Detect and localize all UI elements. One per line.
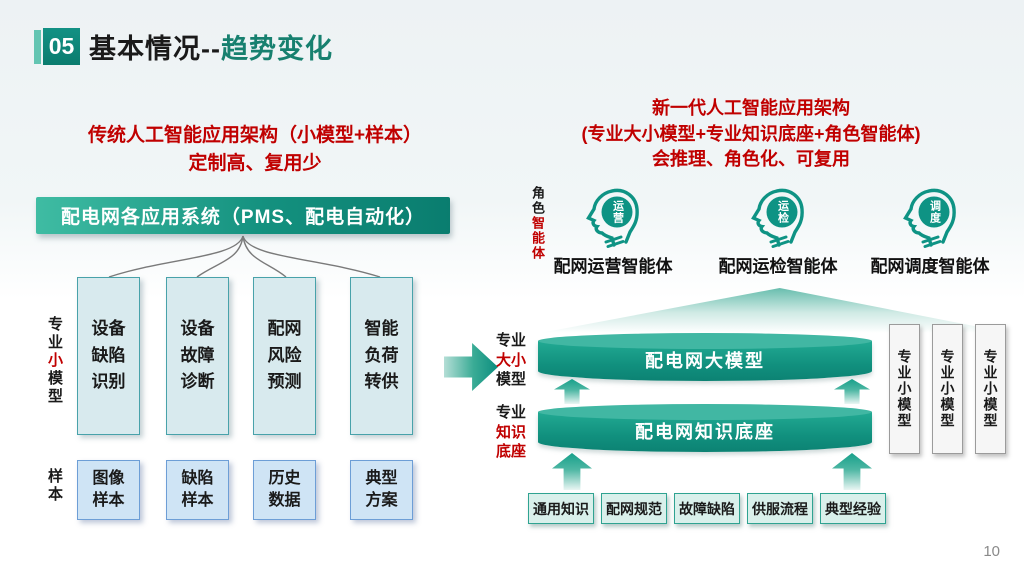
sample-box-text: 图像 样本 [92,469,125,509]
knowledge-chip-experience: 典型经验 [820,493,886,524]
big-model-cylinder: 配电网大模型 [538,333,872,381]
label-segment: 角色 [530,186,545,216]
sample-box-history: 历史 数据 [253,460,316,520]
page-number: 10 [983,543,1000,560]
label-line: 模型 [496,371,527,388]
knowledge-side-label: 专业 知识 底座 [496,403,526,462]
small-model-box: 专业小模型 [932,324,963,454]
sample-box-typical: 典型 方案 [350,460,413,520]
agent-inspection: 运检 配网运检智能体 [703,186,853,277]
agent-dispatch: 调度 配网调度智能体 [855,186,1005,277]
small-model-box-text: 专业小模型 [982,349,999,429]
model-box-text: 配网 风险 预测 [267,319,302,392]
knowledge-chip-process: 供服流程 [747,493,813,524]
knowledge-chip-general: 通用知识 [528,493,594,524]
right-headline-line2: (专业大小模型+专业知识底座+角色智能体) [581,123,921,144]
head-profile-icon: 调度 [898,186,962,248]
label-segment-red: 智能体 [530,216,545,261]
label-segment: 模型 [46,370,63,406]
small-model-box-text: 专业小模型 [939,349,956,429]
model-box-fault-diagnosis: 设备 故障 诊断 [166,277,229,435]
up-arrow-icon [832,453,872,490]
small-model-box: 专业小模型 [975,324,1006,454]
model-box-text: 智能 负荷 转供 [364,319,399,392]
label-line-red: 大小 [496,351,527,369]
role-agent-label: 角色智能体 [528,186,547,261]
section-number-badge: 05 [43,28,80,65]
cylinder-top [538,333,872,349]
title-text-green: 趋势变化 [220,34,333,64]
agent-badge-text: 运检 [776,200,789,224]
transition-arrow-icon [444,343,498,391]
slide-title: 05 基本情况--趋势变化 [34,27,333,66]
label-line-red: 知识 [496,423,527,441]
model-box-text: 设备 故障 诊断 [180,319,215,392]
title-text-black: 基本情况-- [89,34,221,64]
agent-caption: 配网调度智能体 [870,257,990,276]
label-line: 专业 [496,332,527,349]
model-box-text: 设备 缺陷 识别 [91,319,126,392]
label-segment-red: 小 [46,352,63,370]
sample-box-defect: 缺陷 样本 [166,460,229,520]
agent-caption: 配网运检智能体 [718,257,838,276]
agent-caption: 配网运营智能体 [553,257,673,276]
right-headline-line3: 会推理、角色化、可复用 [652,149,850,170]
right-headline-line1: 新一代人工智能应用架构 [652,98,850,118]
left-small-model-label: 专业小模型 [44,316,65,406]
agent-operation: 运营 配网运营智能体 [538,186,688,277]
agent-badge-text: 运营 [611,200,624,224]
model-box-risk-prediction: 配网 风险 预测 [253,277,316,435]
agent-badge-text: 调度 [928,200,941,224]
connector-curves [108,235,381,278]
label-line-red: 底座 [496,443,527,460]
sample-box-image: 图像 样本 [77,460,140,520]
label-segment: 专业 [46,316,63,352]
sample-box-text: 缺陷 样本 [181,469,214,509]
sample-box-text: 历史 数据 [268,469,301,509]
cylinder-top [538,404,872,420]
knowledge-base-cylinder: 配电网知识底座 [538,404,872,452]
title-badge-stripe [34,29,41,64]
small-model-box: 专业小模型 [889,324,920,454]
up-arrow-icon [834,379,870,404]
model-box-defect-recognition: 设备 缺陷 识别 [77,277,140,435]
big-model-cylinder-label: 配电网大模型 [645,351,765,371]
left-headline-line1: 传统人工智能应用架构（小模型+样本） [87,125,423,146]
knowledge-chip-faults: 故障缺陷 [674,493,740,524]
label-line: 专业 [496,404,527,421]
knowledge-base-cylinder-label: 配电网知识底座 [635,422,775,442]
sample-box-text: 典型 方案 [365,469,398,509]
left-sample-label: 样本 [46,468,63,504]
up-arrow-icon [552,453,592,490]
right-headline: 新一代人工智能应用架构 (专业大小模型+专业知识底座+角色智能体) 会推理、角色… [512,96,990,173]
page-title: 基本情况--趋势变化 [89,27,333,66]
small-model-box-text: 专业小模型 [896,349,913,429]
knowledge-chip-standards: 配网规范 [601,493,667,524]
left-system-banner: 配电网各应用系统（PMS、配电自动化） [36,197,450,234]
left-headline-line2: 定制高、复用少 [188,152,322,174]
head-profile-icon: 运检 [746,186,810,248]
head-profile-icon: 运营 [581,186,645,248]
model-box-load-transfer: 智能 负荷 转供 [350,277,413,435]
left-headline: 传统人工智能应用架构（小模型+样本） 定制高、复用少 [60,122,450,177]
big-model-side-label: 专业 大小 模型 [496,331,526,390]
up-arrow-icon [554,379,590,404]
